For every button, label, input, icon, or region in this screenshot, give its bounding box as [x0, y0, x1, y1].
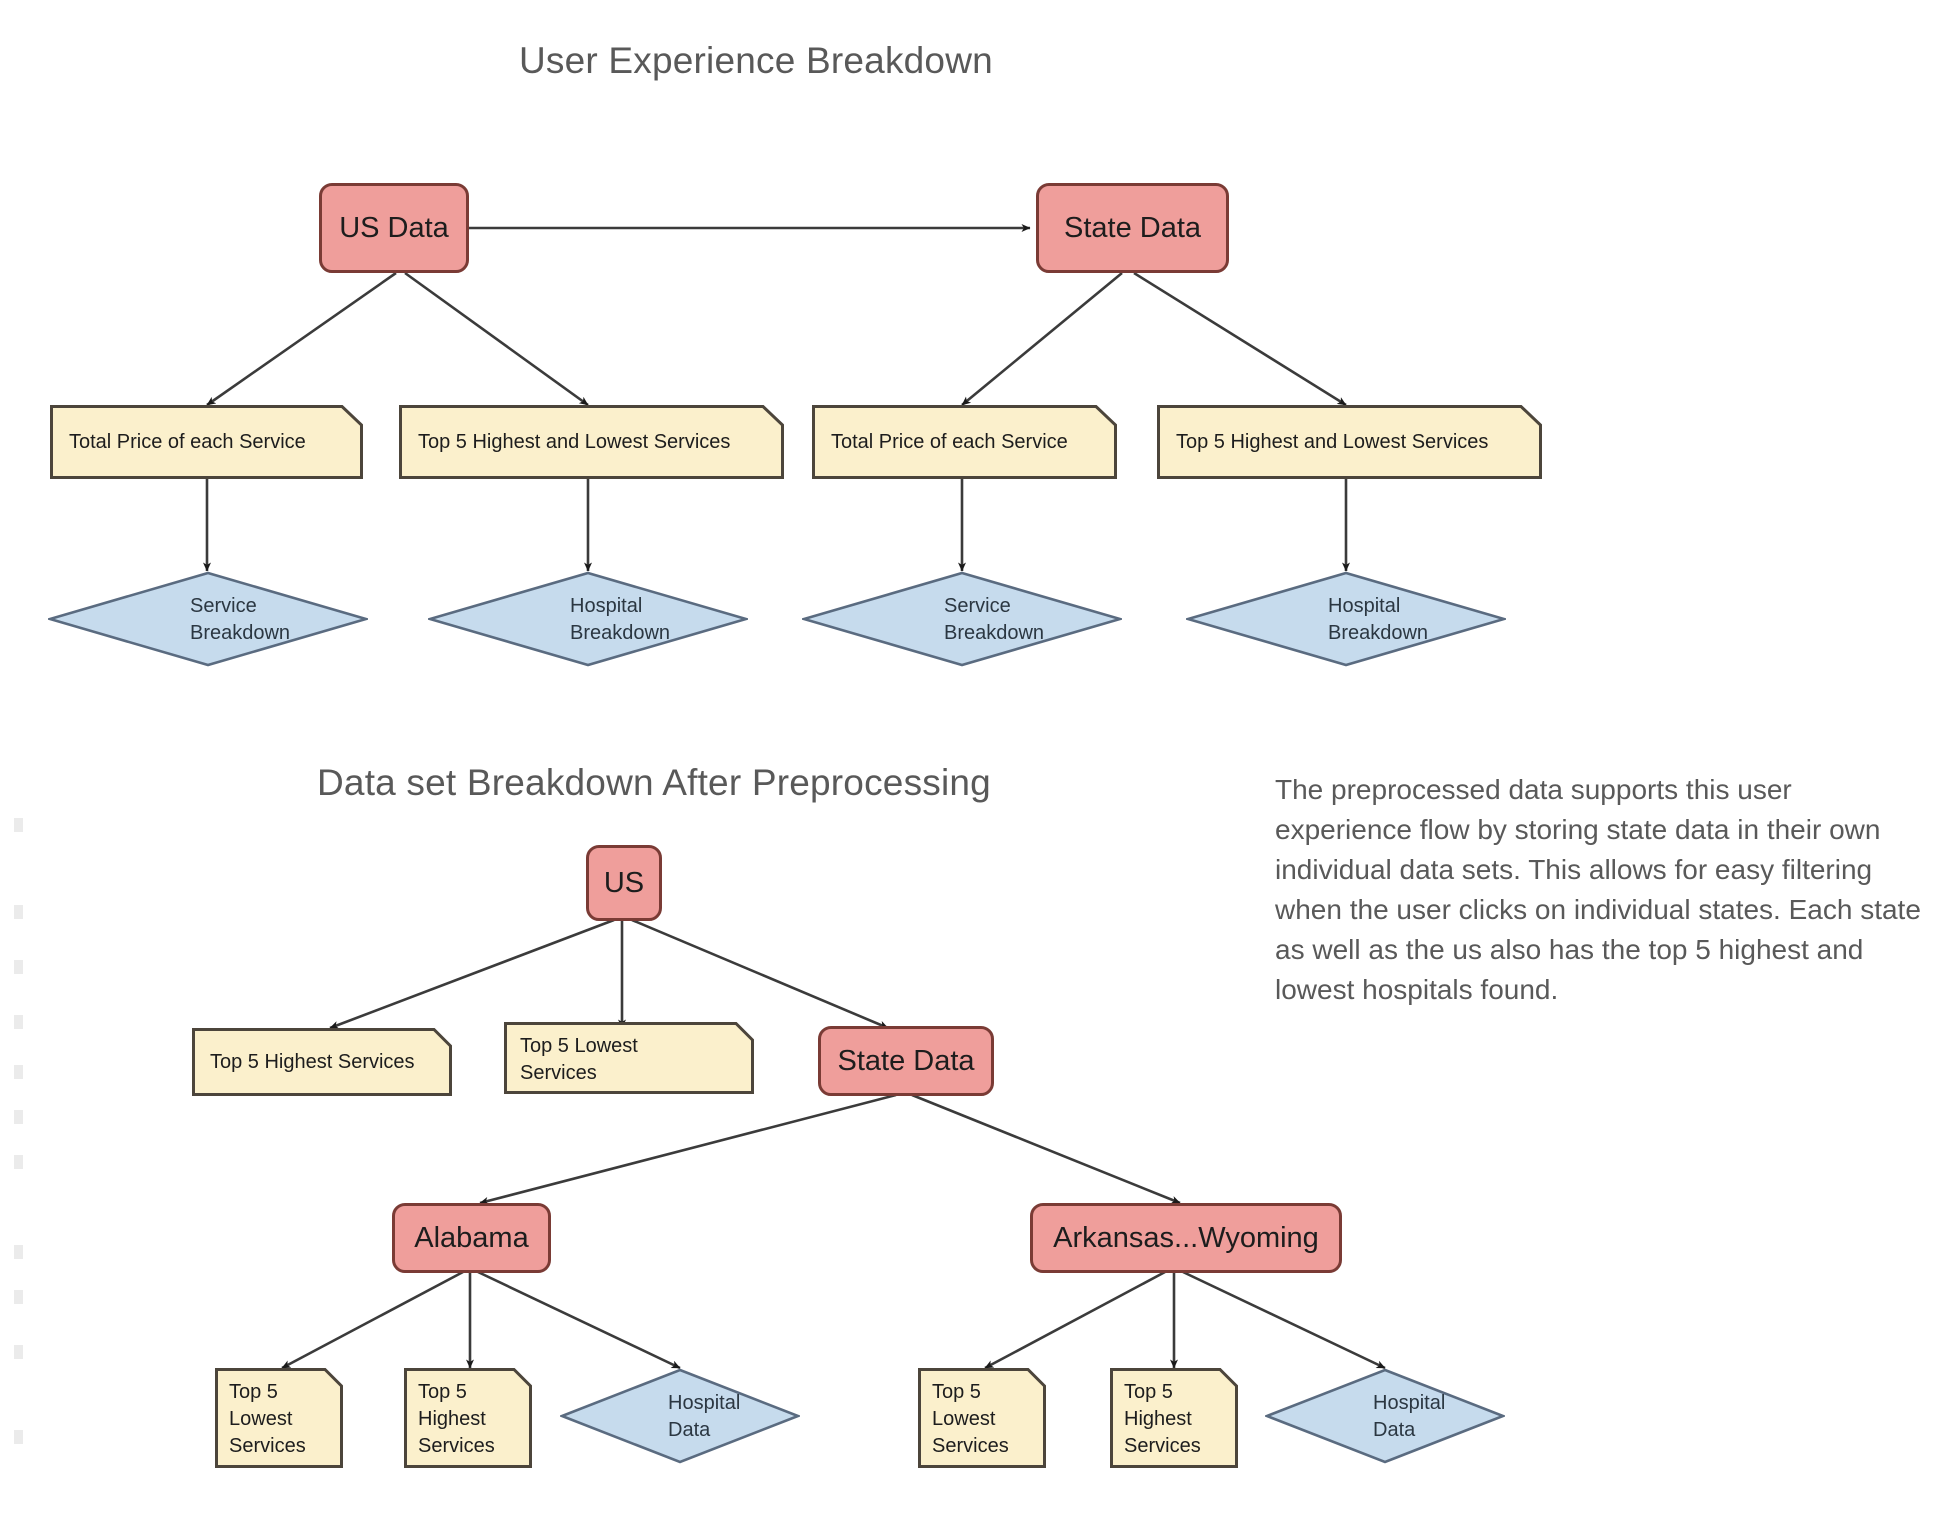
doc-label: Top 5 Highest and Lowest Services — [418, 431, 731, 453]
diamond-label: Hospital Breakdown — [1328, 595, 1429, 644]
node-state-data[interactable]: State Data — [1036, 183, 1229, 273]
edge-artifact — [14, 1245, 23, 1259]
edge-artifact — [14, 1110, 23, 1124]
doc-label: Top 5 Highest and Lowest Services — [1176, 431, 1489, 453]
node-us-data[interactable]: US Data — [319, 183, 469, 273]
edge-artifact — [14, 1345, 23, 1359]
diamond-label: Service Breakdown — [944, 595, 1045, 644]
node-state-data-2[interactable]: State Data — [818, 1026, 994, 1096]
node-us[interactable]: US — [586, 845, 662, 921]
diamond-label: Hospital Breakdown — [570, 595, 671, 644]
node-alabama[interactable]: Alabama — [392, 1203, 551, 1273]
edge-artifact — [14, 960, 23, 974]
doc-us-top5-highest-services[interactable]: Top 5 Highest Services — [192, 1028, 452, 1096]
diamond-us-service-breakdown[interactable]: Service Breakdown — [48, 571, 368, 667]
edge-artifact — [14, 818, 23, 832]
doc-us-top5-lowest-services[interactable]: Top 5 Lowest Services — [504, 1022, 754, 1094]
doc-aw-top5-highest[interactable]: Top 5 Highest Services — [1110, 1368, 1238, 1468]
edge-artifact — [14, 1290, 23, 1304]
doc-alabama-top5-highest[interactable]: Top 5 Highest Services — [404, 1368, 532, 1468]
edge-artifact — [14, 1155, 23, 1169]
ux-section-title: User Experience Breakdown — [519, 40, 993, 81]
dataset-section-title: Data set Breakdown After Preprocessing — [317, 762, 991, 803]
diamond-label: Hospital Data — [1373, 1392, 1446, 1441]
diamond-state-service-breakdown[interactable]: Service Breakdown — [802, 571, 1122, 667]
doc-state-top5[interactable]: Top 5 Highest and Lowest Services — [1157, 405, 1542, 479]
diamond-alabama-hospital-data[interactable]: Hospital Data — [560, 1368, 800, 1464]
doc-label: Total Price of each Service — [831, 431, 1068, 453]
doc-label: Top 5 Lowest Services — [229, 1381, 306, 1457]
node-arkansas-wyoming[interactable]: Arkansas...Wyoming — [1030, 1203, 1342, 1273]
diamond-label: Service Breakdown — [190, 595, 291, 644]
diamond-us-hospital-breakdown[interactable]: Hospital Breakdown — [428, 571, 748, 667]
diamond-aw-hospital-data[interactable]: Hospital Data — [1265, 1368, 1505, 1464]
doc-label: Top 5 Lowest Services — [932, 1381, 1009, 1457]
doc-state-total-price[interactable]: Total Price of each Service — [812, 405, 1117, 479]
preprocessing-description-paragraph: The preprocessed data supports this user… — [1275, 774, 1921, 1005]
doc-label: Top 5 Lowest Services — [520, 1035, 638, 1084]
diamond-label: Hospital Data — [668, 1392, 741, 1441]
edge-artifact — [14, 905, 23, 919]
doc-label: Total Price of each Service — [69, 431, 306, 453]
doc-us-total-price[interactable]: Total Price of each Service — [50, 405, 363, 479]
doc-aw-top5-lowest[interactable]: Top 5 Lowest Services — [918, 1368, 1046, 1468]
doc-label: Top 5 Highest Services — [1124, 1381, 1201, 1457]
edge-artifact — [14, 1015, 23, 1029]
doc-label: Top 5 Highest Services — [210, 1051, 415, 1073]
edge-artifact — [14, 1430, 23, 1444]
diamond-state-hospital-breakdown[interactable]: Hospital Breakdown — [1186, 571, 1506, 667]
doc-label: Top 5 Highest Services — [418, 1381, 495, 1457]
edge-artifact — [14, 1065, 23, 1079]
doc-alabama-top5-lowest[interactable]: Top 5 Lowest Services — [215, 1368, 343, 1468]
doc-us-top5[interactable]: Top 5 Highest and Lowest Services — [399, 405, 784, 479]
